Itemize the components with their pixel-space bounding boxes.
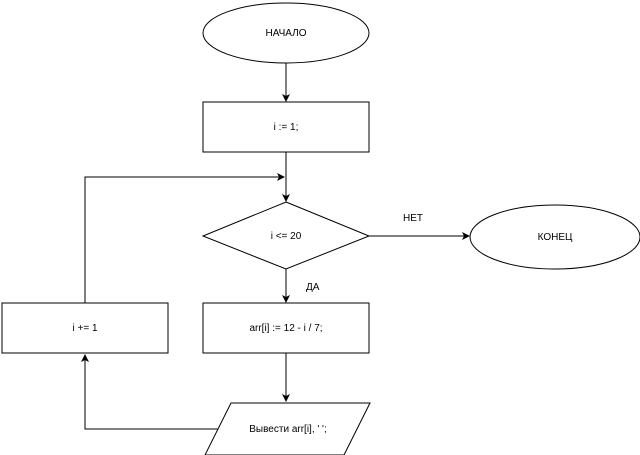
- init-node-label: i := 1;: [274, 122, 299, 133]
- output-node: Вывести arr[i], ' ';: [204, 402, 371, 455]
- init-node: i := 1;: [202, 101, 370, 153]
- end-node-label: КОНЕЦ: [538, 232, 573, 243]
- increment-node-label: i += 1: [72, 323, 97, 334]
- start-node: НАЧАЛО: [202, 2, 370, 64]
- yes-edge-label: ДА: [306, 282, 320, 293]
- condition-node-label: i <= 20: [271, 231, 302, 242]
- edge-increment-to-condition: [84, 173, 285, 303]
- increment-node: i += 1: [1, 302, 169, 354]
- end-node: КОНЕЦ: [469, 204, 640, 270]
- assign-node-label: arr[i] := 12 - i / 7;: [249, 323, 322, 334]
- assign-node: arr[i] := 12 - i / 7;: [202, 302, 370, 354]
- edge-output-to-increment: [81, 354, 218, 430]
- start-node-label: НАЧАЛО: [265, 28, 306, 39]
- output-node-label: Вывести arr[i], ' ';: [249, 424, 327, 435]
- no-edge-label: НЕТ: [403, 213, 423, 224]
- condition-node: i <= 20: [201, 201, 371, 270]
